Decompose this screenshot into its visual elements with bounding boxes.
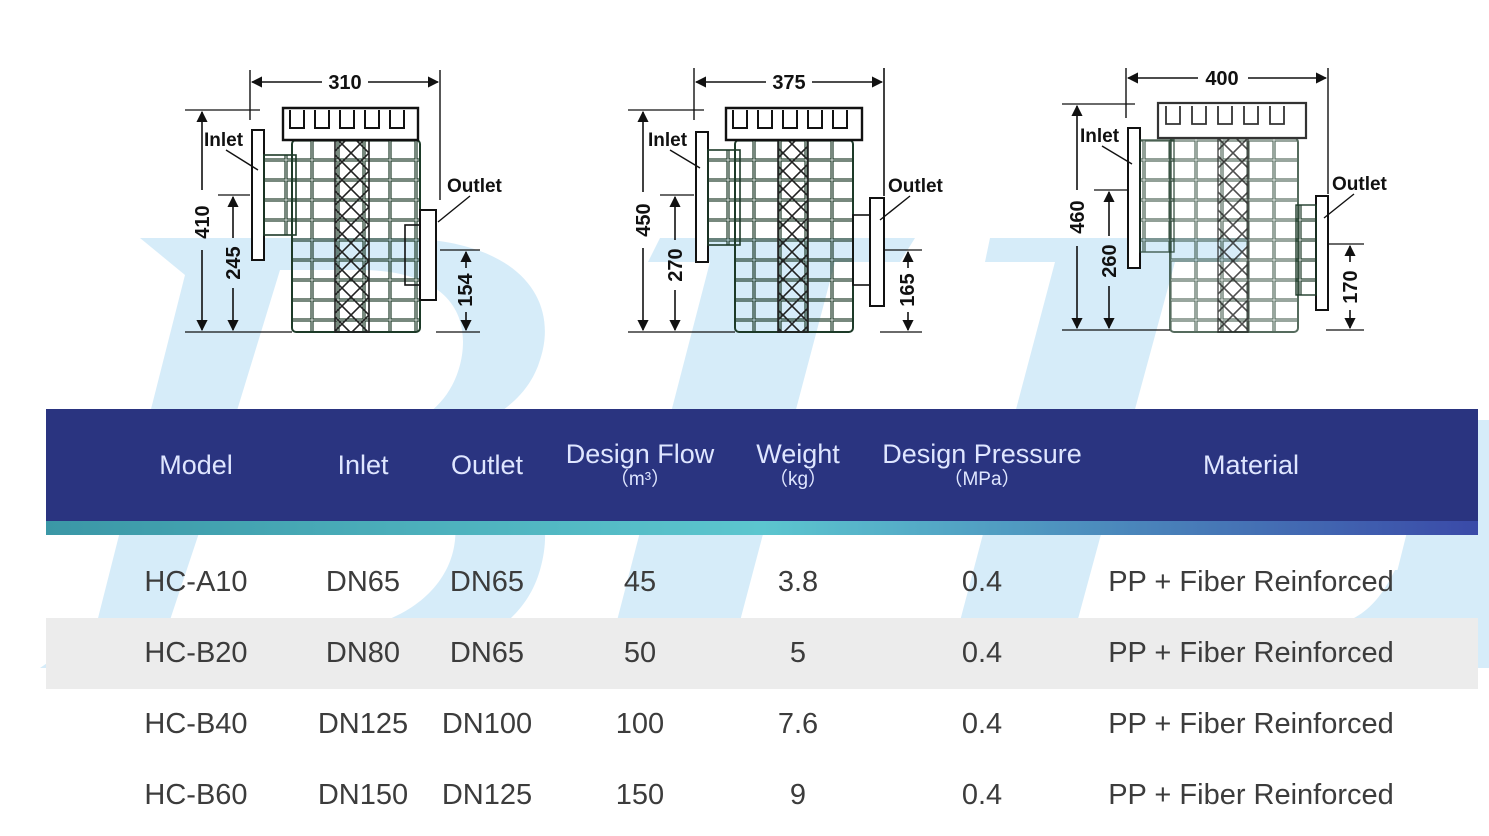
cell-material: PP + Fiber Reinforced [1108, 708, 1394, 740]
width-dimension: 400 [1205, 68, 1238, 90]
spec-table: Model Inlet Outlet Design Flow （m³） Weig… [46, 409, 1478, 831]
cell-outlet: DN65 [449, 637, 525, 669]
cell-flow: 100 [615, 708, 665, 740]
width-dimension: 375 [772, 72, 805, 94]
header-design-flow: Design Flow （m³） [560, 409, 720, 521]
header-pressure-label: Design Pressure [882, 439, 1082, 469]
outlet-height-dimension: 154 [455, 272, 477, 306]
table-row: HC-B20 DN80 DN65 50 5 0.4 PP + Fiber Rei… [46, 618, 1478, 689]
height-dimension: 410 [192, 205, 214, 238]
hc-a10-drawing: 310 410 245 154 Inlet Outlet [185, 70, 503, 333]
cell-model: HC-B20 [144, 637, 248, 669]
cell-pressure: 0.4 [961, 708, 1003, 740]
cell-material: PP + Fiber Reinforced [1108, 779, 1394, 811]
cell-inlet: DN80 [325, 637, 401, 669]
cell-material: PP + Fiber Reinforced [1108, 566, 1394, 598]
header-weight: Weight （kg） [746, 409, 850, 521]
cell-outlet: DN65 [449, 566, 525, 598]
header-material: Material [1106, 409, 1396, 521]
cell-model: HC-B60 [144, 779, 248, 811]
header-weight-unit: （kg） [768, 469, 828, 490]
table-header: Model Inlet Outlet Design Flow （m³） Weig… [46, 409, 1478, 521]
cell-weight: 9 [789, 779, 807, 811]
height-dimension: 450 [633, 203, 655, 236]
cell-weight: 7.6 [777, 708, 819, 740]
cell-model: HC-A10 [144, 566, 248, 598]
outlet-height-dimension: 165 [897, 273, 919, 306]
table-row: HC-A10 DN65 DN65 45 3.8 0.4 PP + Fiber R… [46, 547, 1478, 618]
table-row: HC-B40 DN125 DN100 100 7.6 0.4 PP + Fibe… [46, 689, 1478, 760]
header-model: Model [136, 409, 256, 521]
header-inlet: Inlet [308, 409, 418, 521]
inlet-label: Inlet [204, 130, 244, 151]
cell-material: PP + Fiber Reinforced [1108, 637, 1394, 669]
header-stripe [46, 521, 1478, 535]
inlet-label: Inlet [648, 130, 688, 151]
cell-pressure: 0.4 [961, 779, 1003, 811]
outlet-height-dimension: 170 [1340, 270, 1362, 303]
header-pressure-unit: （MPa） [943, 469, 1021, 490]
cell-pressure: 0.4 [961, 637, 1003, 669]
inlet-label: Inlet [1080, 126, 1120, 147]
cell-outlet: DN100 [441, 708, 533, 740]
outlet-label: Outlet [1332, 174, 1388, 195]
cell-flow: 150 [615, 779, 665, 811]
inlet-height-dimension: 270 [665, 248, 687, 281]
cell-weight: 3.8 [777, 566, 819, 598]
header-weight-label: Weight [756, 439, 840, 469]
width-dimension: 310 [328, 72, 361, 94]
cell-model: HC-B40 [144, 708, 248, 740]
header-outlet: Outlet [432, 409, 542, 521]
cell-pressure: 0.4 [961, 566, 1003, 598]
cell-flow: 45 [623, 566, 657, 598]
technical-drawings: 310 410 245 154 Inlet Outlet [185, 68, 1388, 333]
header-inlet-label: Inlet [337, 450, 389, 480]
inlet-height-dimension: 260 [1099, 244, 1121, 277]
cell-flow: 50 [623, 637, 657, 669]
header-design-pressure: Design Pressure （MPa） [872, 409, 1092, 521]
outlet-label: Outlet [447, 176, 503, 197]
cell-inlet: DN65 [325, 566, 401, 598]
header-flow-unit: （m³） [609, 469, 671, 490]
cell-outlet: DN125 [441, 779, 533, 811]
hc-b20-drawing: 375 450 270 165 Inlet Outlet [628, 68, 944, 333]
header-flow-label: Design Flow [565, 439, 715, 469]
cell-weight: 5 [789, 637, 807, 669]
table-row: HC-B60 DN150 DN125 150 9 0.4 PP + Fiber … [46, 760, 1478, 831]
cell-inlet: DN125 [317, 708, 409, 740]
inlet-height-dimension: 245 [223, 246, 245, 279]
header-material-label: Material [1202, 450, 1300, 480]
cell-inlet: DN150 [317, 779, 409, 811]
height-dimension: 460 [1067, 200, 1089, 233]
outlet-label: Outlet [888, 176, 944, 197]
header-outlet-label: Outlet [450, 450, 524, 480]
header-model-label: Model [159, 450, 233, 480]
hc-b60-drawing: 400 460 260 170 Inlet Outlet [1062, 68, 1388, 333]
